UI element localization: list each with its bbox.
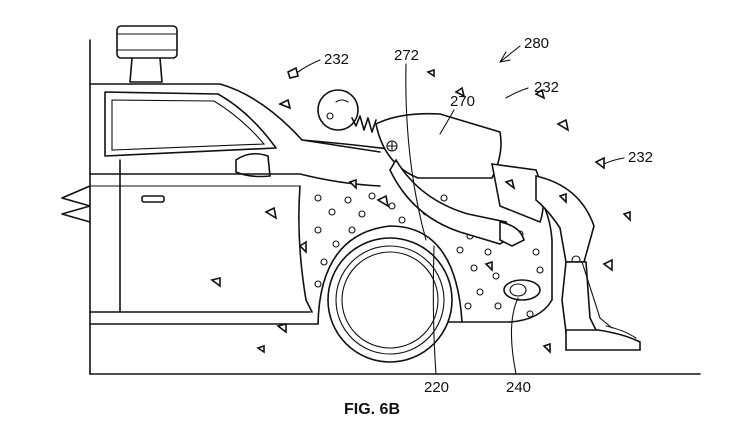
label-240: 240 (506, 379, 531, 396)
label-280: 280 (524, 35, 549, 52)
label-272: 272 (394, 47, 419, 64)
leader-lines (297, 45, 625, 375)
figure-caption: FIG. 6B (344, 401, 400, 418)
pedestrian-dummy (317, 89, 641, 351)
debris-fragments (210, 66, 631, 354)
label-232-middle: 232 (534, 79, 559, 96)
label-270: 270 (450, 93, 475, 110)
label-232-right: 232 (628, 149, 653, 166)
front-wheel (317, 225, 463, 363)
vehicle-body (61, 83, 553, 325)
roof-sensor (116, 25, 178, 83)
label-232-left: 232 (324, 51, 349, 68)
label-220: 220 (424, 379, 449, 396)
